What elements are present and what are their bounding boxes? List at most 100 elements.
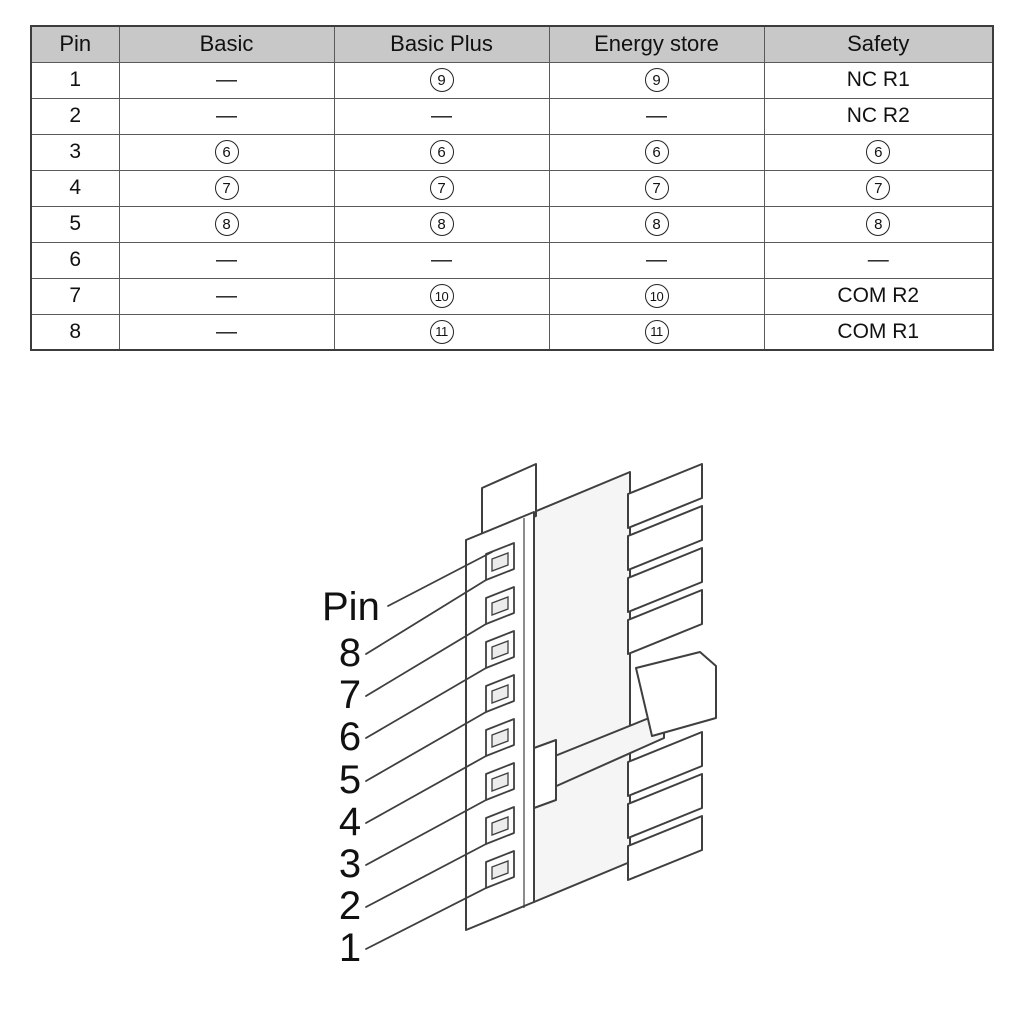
labels-group: Pin 8 7 6 5 4 3 2 1 xyxy=(322,585,380,970)
pin-number-cell: 2 xyxy=(30,97,120,135)
rear-fin xyxy=(627,731,703,797)
leader-line xyxy=(365,623,487,697)
pin-assignment-table: Pin Basic Basic Plus Energy store Safety… xyxy=(30,25,994,351)
connector-diagram: Pin 8 7 6 5 4 3 2 1 xyxy=(322,463,717,970)
value-cell: — xyxy=(333,97,550,135)
leader-line xyxy=(365,667,487,739)
leader-line xyxy=(365,755,487,824)
value-cell: 8 xyxy=(118,205,335,243)
circled-ref-number: 10 xyxy=(429,284,454,309)
leaders-group xyxy=(365,551,493,950)
value-cell: 9 xyxy=(333,61,550,99)
leader-line xyxy=(365,887,487,950)
connector-body xyxy=(465,463,717,931)
rear-fin xyxy=(627,463,703,529)
leader-line xyxy=(365,711,487,782)
pin-socket-hole xyxy=(491,640,509,660)
value-cell: — xyxy=(118,61,335,99)
circled-ref-number: 7 xyxy=(429,176,454,201)
rear-fin xyxy=(627,815,703,881)
value-cell: 10 xyxy=(333,277,550,315)
value-cell: — xyxy=(118,241,335,279)
value-cell: 10 xyxy=(548,277,765,315)
pin-label: 1 xyxy=(339,926,361,970)
latch-foot xyxy=(533,739,557,809)
pin-label: 2 xyxy=(339,884,361,928)
value-cell: COM R2 xyxy=(763,277,994,315)
circled-ref-number: 11 xyxy=(429,319,454,344)
circled-ref-number: 10 xyxy=(644,284,669,309)
circled-ref-number: 7 xyxy=(214,176,239,201)
circled-ref-number: 8 xyxy=(429,212,454,237)
circled-ref-number: 11 xyxy=(644,319,669,344)
pin-label: 4 xyxy=(339,800,361,844)
pin-number-cell: 3 xyxy=(30,133,120,171)
circled-ref-number: 9 xyxy=(644,68,669,93)
front-face xyxy=(465,511,535,931)
rear-fin xyxy=(627,505,703,571)
value-cell: NC R2 xyxy=(763,97,994,135)
pin-socket-hole xyxy=(491,860,509,880)
table-row: 2———NC R2 xyxy=(30,97,994,135)
col-header-energy-store: Energy store xyxy=(548,25,765,63)
value-cell: 7 xyxy=(548,169,765,207)
value-cell: 7 xyxy=(763,169,994,207)
value-cell: — xyxy=(118,97,335,135)
table-header-row: Pin Basic Basic Plus Energy store Safety xyxy=(30,25,994,63)
leader-line xyxy=(365,579,487,655)
pin-socket-hole xyxy=(491,816,509,836)
pin-number-cell: 8 xyxy=(30,313,120,351)
pin-number-cell: 4 xyxy=(30,169,120,207)
pin-label: 8 xyxy=(339,631,361,675)
circled-ref-number: 6 xyxy=(866,140,891,165)
pin-number-cell: 6 xyxy=(30,241,120,279)
leader-line xyxy=(387,551,493,607)
circled-ref-number: 6 xyxy=(429,140,454,165)
circled-ref-number: 7 xyxy=(644,176,669,201)
circled-ref-number: 7 xyxy=(866,176,891,201)
circled-ref-number: 6 xyxy=(644,140,669,165)
value-cell: — xyxy=(118,313,335,351)
circled-ref-number: 8 xyxy=(644,212,669,237)
leader-line xyxy=(365,843,487,908)
table-row: 8— 11 11 COM R1 xyxy=(30,313,994,351)
pin-socket-hole xyxy=(491,552,509,572)
pin-label: 3 xyxy=(339,842,361,886)
table-row: 3 6 6 6 6 xyxy=(30,133,994,171)
col-header-safety: Safety xyxy=(763,25,994,63)
value-cell: — xyxy=(548,97,765,135)
value-cell: 6 xyxy=(118,133,335,171)
value-cell: 8 xyxy=(763,205,994,243)
value-cell: — xyxy=(333,241,550,279)
value-cell: 7 xyxy=(118,169,335,207)
circled-ref-number: 8 xyxy=(214,212,239,237)
pin-number-cell: 7 xyxy=(30,277,120,315)
circled-ref-number: 8 xyxy=(866,212,891,237)
value-cell: NC R1 xyxy=(763,61,994,99)
sockets-group xyxy=(485,542,515,889)
value-cell: COM R1 xyxy=(763,313,994,351)
value-cell: 9 xyxy=(548,61,765,99)
value-cell: 8 xyxy=(548,205,765,243)
pin-socket-hole xyxy=(491,684,509,704)
rear-fin xyxy=(627,547,703,613)
table-row: 4 7 7 7 7 xyxy=(30,169,994,207)
housing-side xyxy=(533,471,631,903)
pin-socket-hole xyxy=(491,728,509,748)
pin-number-cell: 1 xyxy=(30,61,120,99)
col-header-basic-plus: Basic Plus xyxy=(333,25,550,63)
pin-number-cell: 5 xyxy=(30,205,120,243)
value-cell: — xyxy=(763,241,994,279)
pin-socket-hole xyxy=(491,596,509,616)
value-cell: 11 xyxy=(548,313,765,351)
pin-socket-hole xyxy=(491,772,509,792)
value-cell: 6 xyxy=(333,133,550,171)
table-row: 6———— xyxy=(30,241,994,279)
value-cell: — xyxy=(548,241,765,279)
rear-fin xyxy=(627,773,703,839)
circled-ref-number: 6 xyxy=(214,140,239,165)
value-cell: — xyxy=(118,277,335,315)
